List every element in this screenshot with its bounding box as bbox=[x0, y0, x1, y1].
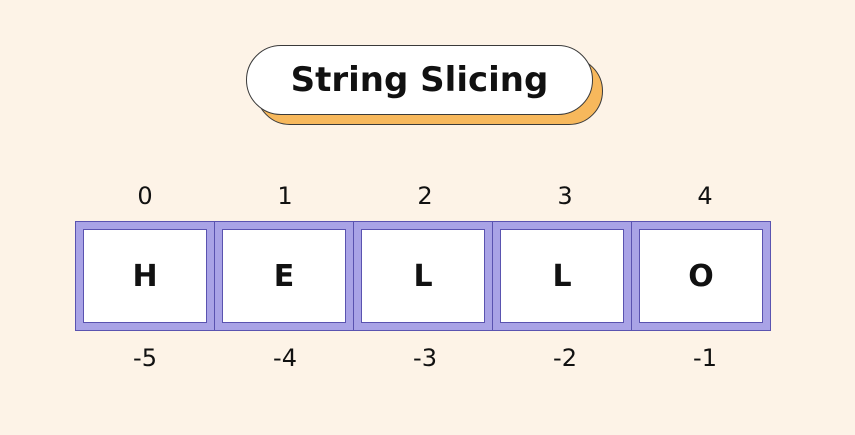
char-cell: L bbox=[353, 221, 493, 331]
char-label: L bbox=[500, 229, 624, 323]
positive-index-label: 0 bbox=[137, 182, 153, 210]
diagram-title: String Slicing bbox=[290, 60, 549, 100]
char-cell: L bbox=[492, 221, 632, 331]
char-cell: E bbox=[214, 221, 354, 331]
negative-index-row: -5 -4 -3 -2 -1 bbox=[75, 338, 775, 378]
char-label: H bbox=[83, 229, 207, 323]
char-label: E bbox=[222, 229, 346, 323]
char-cell: O bbox=[631, 221, 771, 331]
title-pill: String Slicing bbox=[246, 45, 593, 115]
positive-index-label: 4 bbox=[697, 182, 713, 210]
char-label: L bbox=[361, 229, 485, 323]
negative-index-label: -2 bbox=[553, 344, 577, 372]
negative-index-label: -5 bbox=[133, 344, 157, 372]
positive-index-label: 3 bbox=[557, 182, 573, 210]
positive-index-row: 0 1 2 3 4 bbox=[75, 176, 775, 216]
string-cells: H E L L O bbox=[75, 221, 775, 331]
char-label: O bbox=[639, 229, 763, 323]
negative-index-label: -4 bbox=[273, 344, 297, 372]
char-cell: H bbox=[75, 221, 215, 331]
negative-index-label: -3 bbox=[413, 344, 437, 372]
positive-index-label: 2 bbox=[417, 182, 433, 210]
positive-index-label: 1 bbox=[277, 182, 293, 210]
negative-index-label: -1 bbox=[693, 344, 717, 372]
